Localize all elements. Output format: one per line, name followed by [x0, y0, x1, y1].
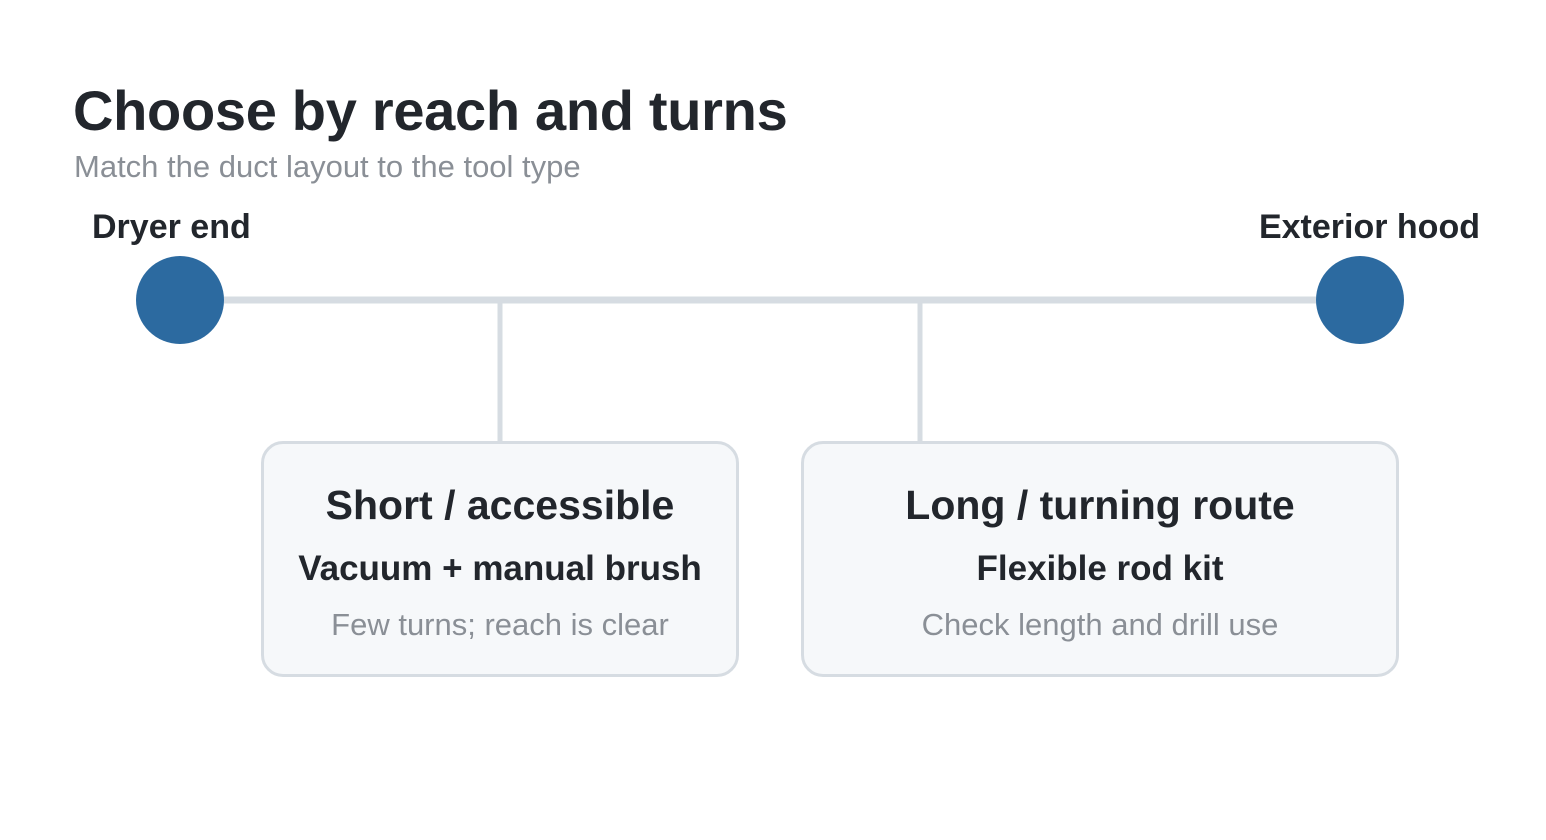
dryer-end-node: [136, 256, 224, 344]
option-title: Short / accessible: [325, 482, 675, 528]
exterior-hood-node: [1316, 256, 1404, 344]
option-card-short: Short / accessible Vacuum + manual brush…: [261, 441, 739, 677]
option-tool: Flexible rod kit: [976, 549, 1224, 588]
option-title: Long / turning route: [905, 482, 1295, 528]
option-note: Check length and drill use: [921, 607, 1279, 642]
exterior-hood-label: Exterior hood: [1258, 208, 1480, 246]
dryer-end-label: Dryer end: [92, 208, 251, 246]
option-card-long: Long / turning route Flexible rod kit Ch…: [801, 441, 1399, 677]
diagram-subtitle: Match the duct layout to the tool type: [74, 149, 581, 184]
option-tool: Vacuum + manual brush: [298, 549, 702, 588]
diagram-title: Choose by reach and turns: [73, 79, 788, 142]
option-note: Few turns; reach is clear: [331, 607, 669, 642]
